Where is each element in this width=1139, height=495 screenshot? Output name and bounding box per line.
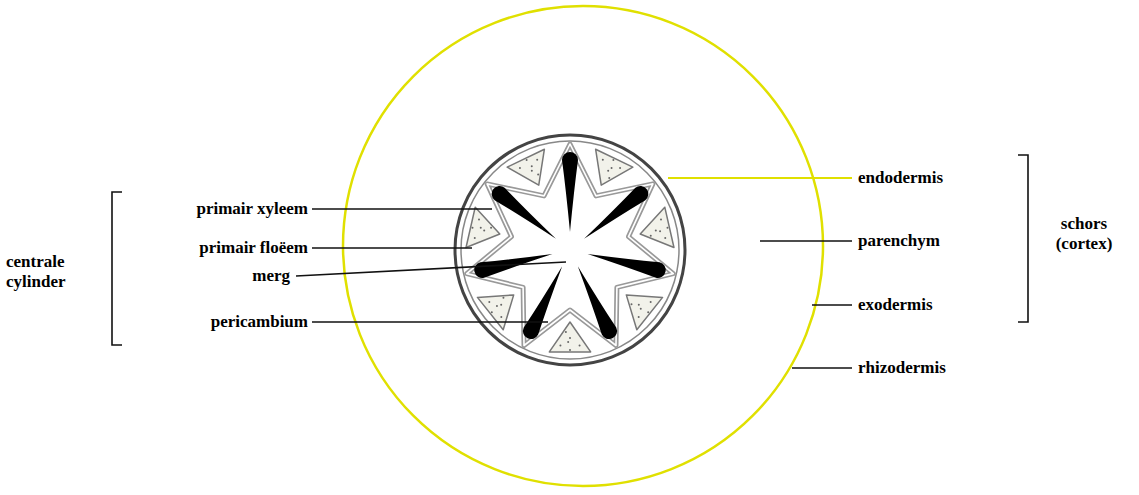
part-label: endodermis bbox=[858, 168, 943, 188]
phloem-dot bbox=[483, 229, 485, 231]
phloem-strand bbox=[477, 295, 513, 330]
endodermis-inner-ring bbox=[461, 141, 679, 359]
xylem-arm bbox=[586, 246, 668, 279]
phloem-dot bbox=[531, 170, 533, 172]
phloem-strand bbox=[507, 149, 544, 185]
phloem-dot bbox=[611, 167, 613, 169]
phloem-strand bbox=[640, 207, 674, 247]
xylem-arm bbox=[488, 183, 561, 245]
endodermis-ring bbox=[455, 135, 685, 365]
part-label: schors (cortex) bbox=[1034, 214, 1134, 255]
pericambium-gap bbox=[467, 144, 674, 346]
phloem-dot bbox=[490, 227, 492, 229]
phloem-dot bbox=[488, 301, 490, 303]
phloem-dot bbox=[569, 349, 571, 351]
phloem-strand bbox=[549, 322, 590, 352]
phloem-dot bbox=[619, 167, 621, 169]
leader-line bbox=[760, 240, 852, 242]
phloem-dot bbox=[659, 230, 661, 232]
leader-line bbox=[312, 247, 472, 249]
part-label: exodermis bbox=[858, 295, 933, 315]
phloem-dot bbox=[602, 159, 604, 161]
phloem-dot bbox=[650, 235, 652, 237]
phloem-dot bbox=[666, 227, 668, 229]
phloem-dot bbox=[567, 341, 569, 343]
xylem-arm bbox=[520, 263, 569, 342]
pericambium-outline bbox=[467, 144, 674, 346]
phloem-dot bbox=[496, 305, 498, 307]
phloem-dot bbox=[579, 345, 581, 347]
phloem-dot bbox=[480, 227, 482, 229]
phloem-dot bbox=[559, 345, 561, 347]
phloem-strand bbox=[466, 207, 500, 247]
phloem-dot bbox=[650, 301, 652, 303]
phloem-dot bbox=[565, 331, 567, 333]
bracket bbox=[112, 192, 122, 345]
leader-line bbox=[668, 177, 852, 179]
leader-line bbox=[312, 208, 492, 210]
xylem-arm bbox=[562, 152, 578, 232]
central-cylinder bbox=[455, 135, 685, 365]
xylem-arm bbox=[579, 183, 652, 245]
phloem-dot bbox=[630, 303, 632, 305]
phloem-dot bbox=[519, 167, 521, 169]
phloem-dot bbox=[531, 165, 533, 167]
bracket bbox=[1018, 155, 1028, 322]
phloem-dot bbox=[536, 159, 538, 161]
phloem-dot bbox=[478, 218, 480, 220]
rhizodermis-outline bbox=[343, 6, 823, 486]
phloem-dot bbox=[638, 316, 640, 318]
part-label: parenchym bbox=[858, 231, 940, 251]
part-label: pericambium bbox=[211, 312, 308, 332]
phloem-dot bbox=[608, 177, 610, 179]
leader-lines bbox=[112, 155, 1028, 368]
phloem-dot bbox=[500, 316, 502, 318]
phloem-dot bbox=[500, 304, 502, 306]
part-label: primair floëem bbox=[199, 238, 308, 258]
phloem-dot bbox=[655, 229, 657, 231]
phloem-strand bbox=[596, 149, 633, 185]
leader-line bbox=[812, 304, 852, 306]
part-label: primair xyleem bbox=[196, 199, 308, 219]
phloem-dot bbox=[569, 337, 571, 339]
leader-line bbox=[792, 367, 852, 369]
part-label: merg bbox=[252, 266, 290, 286]
phloem-dot bbox=[640, 308, 642, 310]
phloem-dot bbox=[526, 159, 528, 161]
phloem-dot bbox=[502, 297, 504, 299]
leader-line bbox=[296, 262, 566, 276]
xylem-arm bbox=[571, 263, 620, 342]
phloem-dot bbox=[491, 311, 493, 313]
phloem-dot bbox=[638, 304, 640, 306]
phloem-dot bbox=[607, 170, 609, 172]
phloem-dot bbox=[537, 173, 539, 175]
part-label: rhizodermis bbox=[858, 358, 946, 378]
phloem-dot bbox=[474, 237, 476, 239]
part-label: centrale cylinder bbox=[6, 252, 106, 293]
phloem-strand bbox=[626, 295, 662, 330]
phloem-dot bbox=[612, 159, 614, 161]
phloem-dot bbox=[647, 311, 649, 313]
phloem-dot bbox=[472, 227, 474, 229]
phloem-dot bbox=[660, 218, 662, 220]
phloem-dot bbox=[664, 237, 666, 239]
leader-line bbox=[312, 321, 548, 323]
